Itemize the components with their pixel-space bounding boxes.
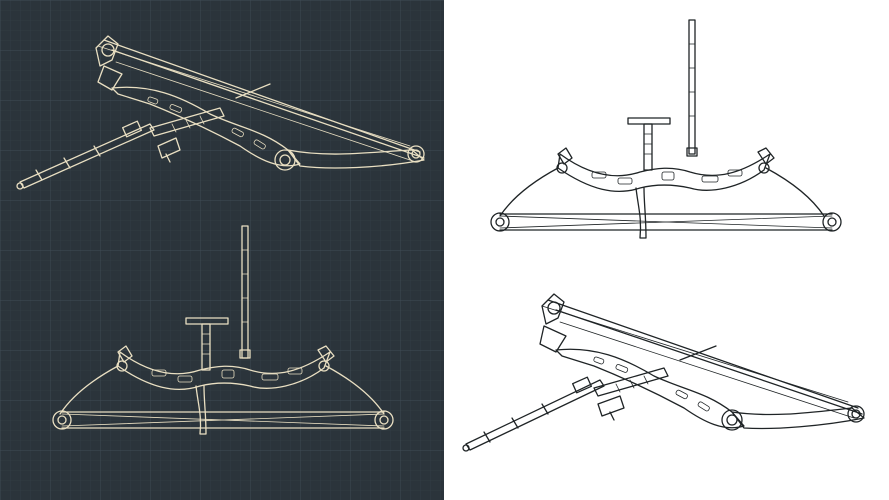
dark-panel-drawing <box>0 0 444 500</box>
light-panel-drawing <box>444 0 889 500</box>
blueprint-grid <box>0 0 444 500</box>
compound-bow-isometric-dark <box>16 35 425 190</box>
compound-bow-front-dark <box>52 225 394 435</box>
light-background <box>444 0 889 500</box>
light-drawing-panel <box>444 0 889 500</box>
dark-blueprint-panel <box>0 0 444 500</box>
compound-bow-front-light <box>490 19 842 239</box>
compound-bow-isometric-light <box>462 293 865 452</box>
